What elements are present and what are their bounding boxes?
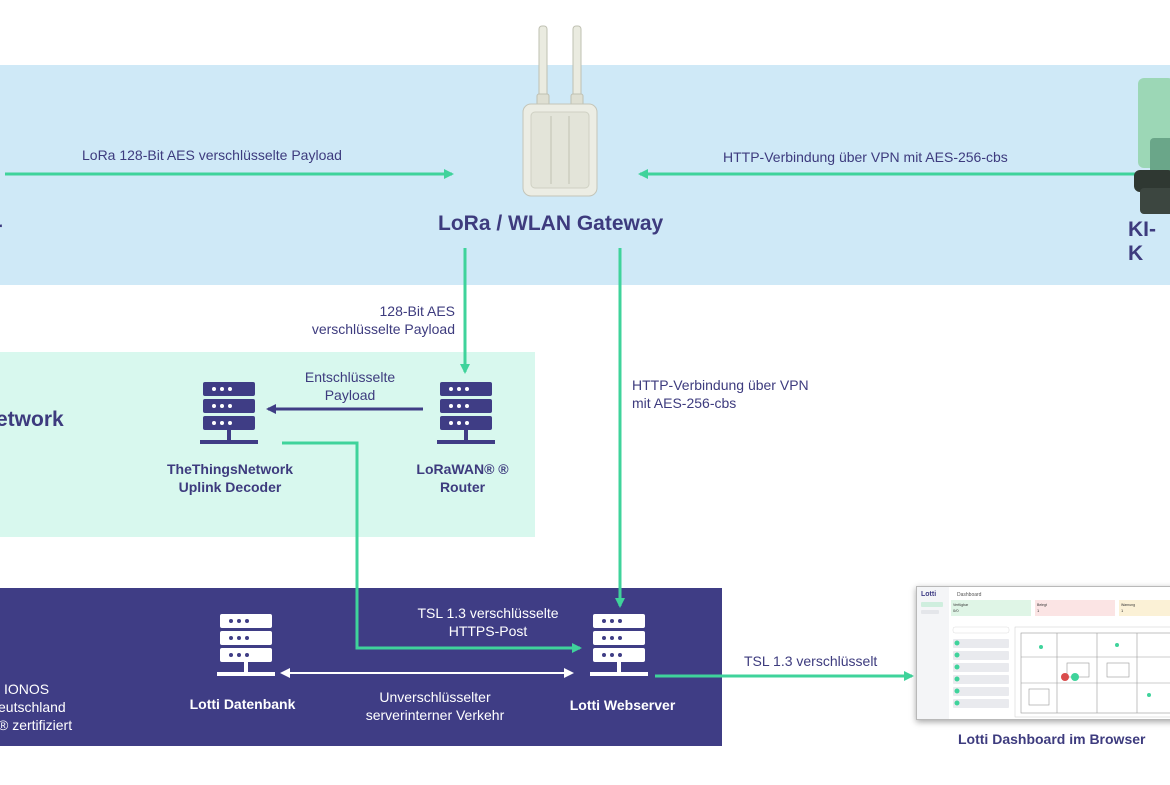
router-decoder-label: Entschlüsselte Payload <box>290 368 410 404</box>
dashboard-preview: Lotti Dashboard Verfügbar Belegt Warnung… <box>917 587 1170 719</box>
kik-title: KI-K <box>1128 218 1156 265</box>
decoder-label: TheThingsNetwork Uplink Decoder <box>150 460 310 496</box>
dashboard-page-title: Dashboard <box>957 592 982 598</box>
sensor-title: r <box>0 218 2 242</box>
dashboard-card-1-value: 0/0 <box>953 608 959 613</box>
gateway-icon <box>522 25 598 197</box>
dashboard-card-2-value: 1 <box>1037 608 1040 613</box>
hosting-info-line3: ® zertifiziert <box>0 717 73 733</box>
webserver-browser-label: TSL 1.3 verschlüsselt <box>744 653 878 669</box>
database-label: Lotti Datenbank <box>189 696 296 712</box>
decoder-webserver-label-line2: HTTPS-Post <box>448 623 528 639</box>
database-webserver-label: Unverschlüsselter serverinterner Verkehr <box>340 688 530 724</box>
router-label: LoRaWAN® ® Router <box>400 460 525 496</box>
gateway-webserver-label-line2: mit AES-256-cbs <box>632 395 737 411</box>
decoder-label-line1: TheThingsNetwork <box>166 461 293 477</box>
gateway-label: LoRa / WLAN Gateway <box>438 212 664 235</box>
decoder-webserver-label: TSL 1.3 verschlüsselte HTTPS-Post <box>388 604 588 640</box>
router-label-line2: Router <box>439 479 486 495</box>
database-server-icon <box>217 614 275 676</box>
webserver-server-icon <box>590 614 648 676</box>
decoder-webserver-label-line1: TSL 1.3 verschlüsselte <box>417 605 559 621</box>
dashboard-card-3-title: Warnung <box>1121 603 1135 607</box>
decoder-to-webserver-arrow <box>282 441 582 653</box>
dashboard-label: Lotti Dashboard im Browser <box>958 731 1146 747</box>
gateway-router-label-line2: verschlüsselte Payload <box>311 321 455 337</box>
kik-gateway-label: HTTP-Verbindung über VPN mit AES-256-cbs <box>723 149 1008 165</box>
router-decoder-label-line1: Entschlüsselte <box>304 369 396 385</box>
dashboard-card-3-value: 1 <box>1121 608 1124 613</box>
dashboard-card-1-title: Verfügbar <box>953 603 969 607</box>
gateway-router-label: 128-Bit AES verschlüsselte Payload <box>290 302 455 338</box>
dashboard-screenshot: Lotti Dashboard Verfügbar Belegt Warnung… <box>916 586 1170 720</box>
database-webserver-label-line2: serverinterner Verkehr <box>365 707 505 723</box>
router-decoder-label-line2: Payload <box>324 387 376 403</box>
dashboard-app-name: Lotti <box>921 591 936 598</box>
hosting-info-line1: IONOS <box>4 681 50 697</box>
database-webserver-label-line1: Unverschlüsselter <box>379 689 491 705</box>
sensor-gateway-label: LoRa 128-Bit AES verschlüsselte Payload <box>82 147 342 163</box>
decoder-label-line2: Uplink Decoder <box>178 479 282 495</box>
ki-k-device-icon <box>1134 78 1170 214</box>
gateway-webserver-label: HTTP-Verbindung über VPN mit AES-256-cbs <box>632 376 809 412</box>
dashboard-card-2-title: Belegt <box>1037 603 1047 607</box>
webserver-label: Lotti Webserver <box>569 697 676 713</box>
network-title: etwork <box>0 408 64 431</box>
hosting-info: IONOS eutschland ® zertifiziert <box>0 680 72 734</box>
gateway-webserver-label-line1: HTTP-Verbindung über VPN <box>632 377 809 393</box>
hosting-info-line2: eutschland <box>0 699 66 715</box>
decoder-server-icon <box>200 382 258 444</box>
router-label-line1: LoRaWAN® ® <box>416 461 509 477</box>
router-server-icon <box>437 382 495 444</box>
gateway-router-label-line1: 128-Bit AES <box>379 303 456 319</box>
